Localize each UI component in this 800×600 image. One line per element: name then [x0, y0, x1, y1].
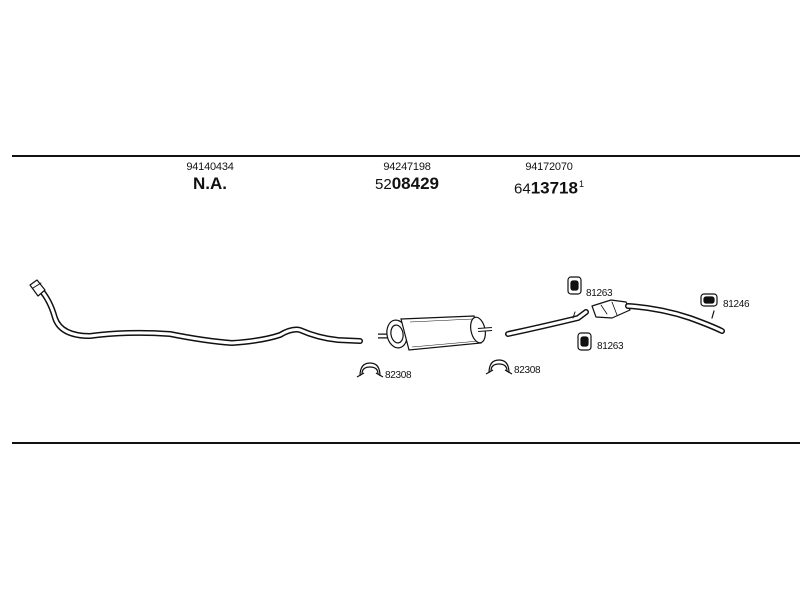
- middle-silencer-ref-main: 08429: [391, 174, 439, 193]
- rear-silencer: [505, 299, 725, 337]
- front-pipe-ref-number: N.A.: [186, 174, 233, 195]
- middle-silencer-ref-number: 5208429: [375, 174, 439, 195]
- rear-silencer-ref-number: 64137181: [514, 174, 584, 200]
- rear-silencer-part-column: 94172070 64137181: [514, 161, 584, 200]
- hanger-right-icon: [700, 293, 718, 307]
- middle-silencer-oe-number: 94247198: [383, 161, 431, 173]
- middle-silencer-part-column: 94247198 5208429: [375, 161, 439, 195]
- front-pipe-part-column: 94140434 N.A.: [186, 161, 234, 195]
- hanger-bottom-part-number: 81263: [597, 341, 624, 352]
- rear-silencer-ref-main: 13718: [530, 178, 578, 198]
- front-pipe-ref-main: N.A.: [193, 174, 227, 193]
- clamp-right-icon: [485, 359, 513, 375]
- bottom-divider-line: [12, 442, 800, 444]
- rear-silencer-oe-number: 94172070: [525, 161, 573, 173]
- rear-silencer-ref-prefix: 64: [514, 180, 531, 198]
- clamp-left-part-number: 82308: [385, 370, 412, 381]
- middle-silencer: [378, 315, 493, 351]
- front-pipe: [29, 279, 363, 346]
- hanger-top-icon: [567, 276, 582, 295]
- hanger-right-part-number: 81246: [723, 299, 750, 310]
- clamp-right-part-number: 82308: [514, 365, 541, 376]
- rear-silencer-ref-suffix: 1: [578, 179, 584, 189]
- clamp-left-icon: [356, 362, 384, 378]
- hanger-bottom-icon: [577, 332, 592, 351]
- hanger-top-part-number: 81263: [586, 288, 613, 299]
- middle-silencer-ref-prefix: 52: [375, 176, 392, 193]
- top-divider-line: [12, 155, 800, 157]
- front-pipe-oe-number: 94140434: [186, 161, 234, 173]
